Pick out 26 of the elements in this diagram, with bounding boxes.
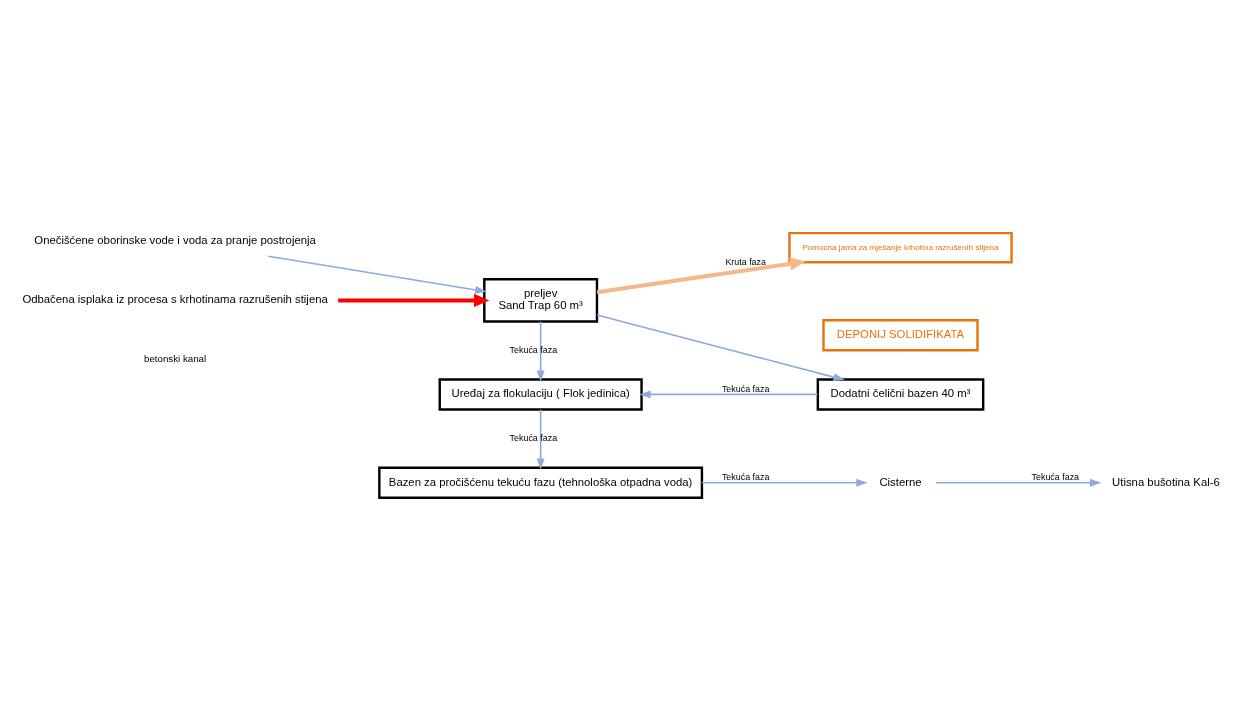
node-text: Utisna bušotina Kal-6 — [1112, 475, 1220, 488]
node-box: DEPONIJ SOLIDIFIKATA — [822, 319, 979, 352]
edge-label: Tekuća faza — [721, 383, 770, 394]
arrow — [701, 478, 868, 487]
edge-label: Tekuća faza — [1031, 472, 1080, 483]
arrow — [596, 314, 845, 381]
edge-label: Tekuća faza — [721, 472, 770, 483]
arrow — [596, 257, 806, 295]
arrow — [639, 390, 819, 399]
node-box: preljev Sand Trap 60 m³ — [483, 278, 599, 323]
node-box: Uređaj za flokulaciju ( Flok jedinica) — [438, 378, 643, 411]
arrow — [338, 293, 490, 308]
node-text: Cisterne — [879, 475, 922, 488]
label: betonski kanal — [144, 353, 207, 365]
node-text: Odbačena isplaka iz procesa s krhotinama razrušenih stijena — [22, 293, 328, 306]
node-box: Dodatni čelični bazen 40 m³ — [816, 378, 985, 411]
edge-label: Tekuća faza — [509, 432, 558, 443]
node-box: Pomoćna jama za mješanje krhotina razrušenih stijena — [788, 231, 1013, 264]
arrow — [267, 255, 487, 294]
arrow — [536, 320, 545, 382]
arrow — [536, 408, 545, 470]
arrow — [935, 478, 1102, 487]
edge-label: Kruta faza — [725, 257, 766, 268]
edge-label: Tekuća faza — [509, 344, 558, 355]
node-box: Bazen za pročišćenu tekuću fazu (tehnološka otpadna voda) — [378, 466, 704, 499]
node-text: Onečišćene oborinske vode i voda za pranje postrojenja — [34, 234, 316, 247]
